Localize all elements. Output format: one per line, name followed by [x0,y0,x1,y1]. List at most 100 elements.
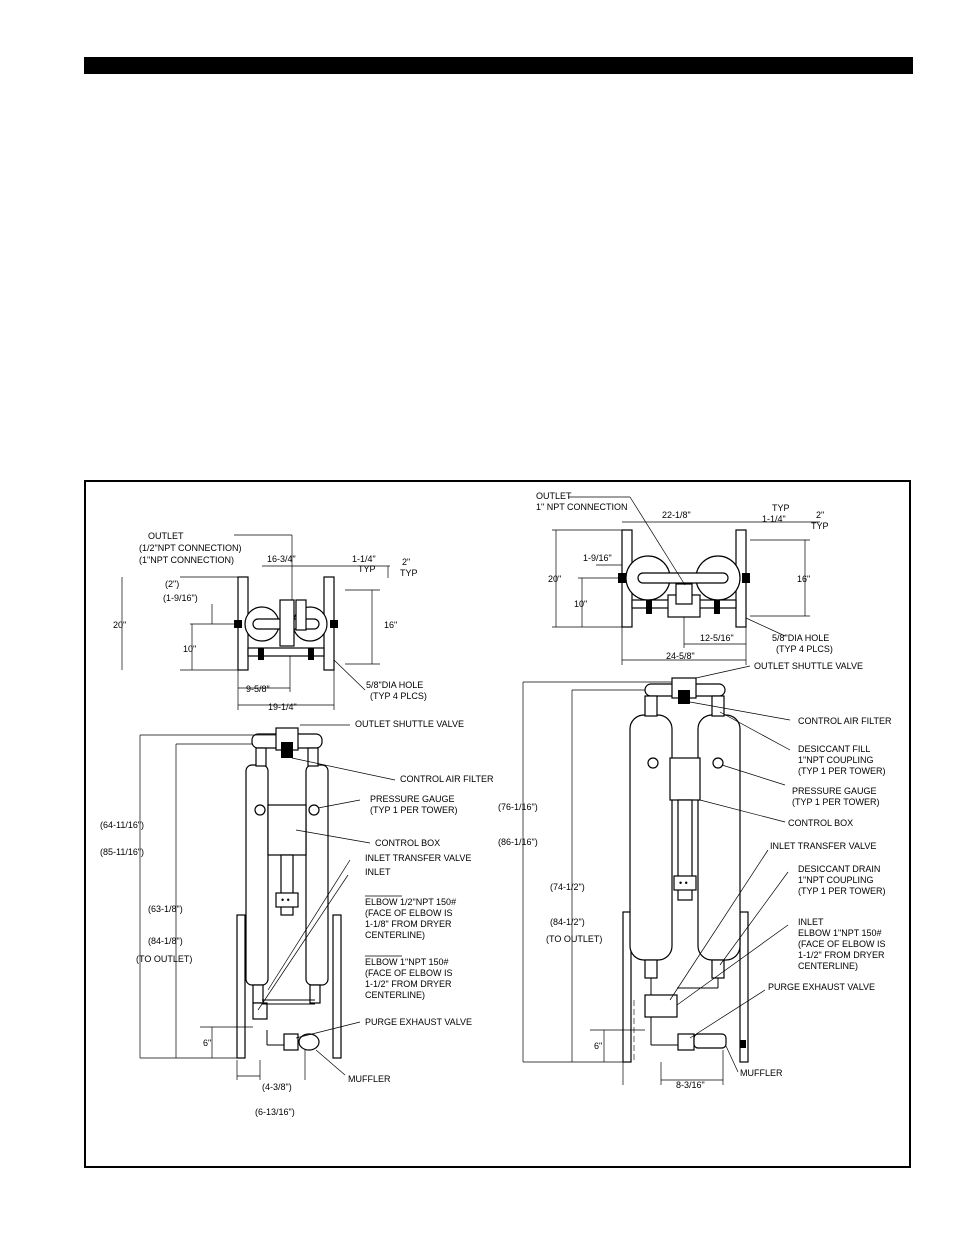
right-gauge-r [712,757,724,769]
left-hole-label: 5/8"DIA HOLE [366,680,423,690]
left-pressure-gauge-typ: (TYP 1 PER TOWER) [370,805,458,815]
left-control-box: CONTROL BOX [375,838,440,848]
right-dim-1-9-16: 1-9/16" [583,553,612,563]
left-to-outlet: (TO OUTLET) [136,954,192,964]
right-dim-20: 20" [548,574,561,584]
right-pressure-gauge: PRESSURE GAUGE [792,786,877,796]
right-top-outlet: OUTLET [536,491,572,501]
right-pressure-gauge-typ: (TYP 1 PER TOWER) [792,797,880,807]
left-dim-63: (63-1/8") [148,904,183,914]
right-desiccant-fill-l3: (TYP 1 PER TOWER) [798,766,886,776]
right-dim-8: 8-3/16" [676,1080,705,1090]
left-elbow2: ELBOW 1"NPT 150# [365,957,449,967]
left-purge: PURGE EXHAUST VALVE [365,1017,472,1027]
left-dim-6-13-16: (6-13/16") [255,1107,295,1117]
right-desiccant-drain: DESICCANT DRAIN [798,864,880,874]
right-dim-12: 12-5/16" [700,633,734,643]
right-leg-r [739,911,749,1063]
left-elbow2-l2: (FACE OF ELBOW IS [365,968,453,978]
right-typ-a: TYP [772,503,790,513]
left-inlet: INLET [365,867,391,877]
svg-text:• •: • • [679,878,688,888]
gauge-l [254,804,266,816]
right-dim-6: 6" [594,1041,602,1051]
right-desiccant-fill-l2: 1"NPT COUPLING [798,755,874,765]
left-dim-20: 20" [113,620,126,630]
right-outlet-shuttle: OUTLET SHUTTLE VALVE [754,661,863,671]
left-dim-2: 2" [402,557,410,567]
right-dim-76: (76-1/16") [498,802,538,812]
leg-l [236,914,246,1059]
drawing-frame [84,480,911,1168]
left-outlet-shuttle: OUTLET SHUTTLE VALVE [355,719,464,729]
right-hole-typ: (TYP 4 PLCS) [776,644,833,654]
right-control-box: CONTROL BOX [788,818,853,828]
base-rail [247,647,325,657]
right-front-view: • • [498,661,892,1090]
left-dim-16-3-4: 16-3/4" [267,554,296,564]
left-dim-2-paren: (2") [165,579,179,589]
control-box [267,804,307,856]
right-dim-24: 24-5/8" [666,651,695,661]
right-desiccant-drain-l3: (TYP 1 PER TOWER) [798,886,886,896]
bottom-neck-r [309,984,321,1004]
right-control-box [669,757,701,801]
tower-l [245,764,269,986]
tower-neck-r [307,747,319,767]
purge-valve [283,1033,299,1051]
left-dim-84: (84-1/8") [148,936,183,946]
left-dim-6: 6" [203,1038,211,1048]
right-top-view: OUTLET 1" NPT CONNECTION 22-1/8" TYP 1-1… [536,491,833,665]
right-purge-valve [677,1033,695,1051]
right-dim-74: (74-1/2") [550,882,585,892]
right-inlet-l4: 1-1/2" FROM DRYER [798,950,885,960]
leg-r [332,914,342,1059]
left-inlet-transfer: INLET TRANSFER VALVE [365,853,471,863]
right-dim-2: 2" [816,510,824,520]
left-elbow2-l4: CENTERLINE) [365,990,425,1000]
left-elbow2-l3: 1-1/2" FROM DRYER [365,979,452,989]
left-top-conn1-label: (1/2"NPT CONNECTION) [139,543,242,553]
right-inlet: INLET [798,917,824,927]
tower-neck-l [255,747,267,767]
right-dim-10: 10" [574,599,587,609]
left-hole-typ: (TYP 4 PLCS) [370,691,427,701]
right-center-valve [675,583,693,605]
left-control-air: CONTROL AIR FILTER [400,774,494,784]
right-leg-l [622,911,632,1063]
left-pressure-gauge: PRESSURE GAUGE [370,794,455,804]
right-inlet-l5: CENTERLINE) [798,961,858,971]
right-dim-86: (86-1/16") [498,837,538,847]
muffler [298,1033,320,1051]
header-bar [84,57,913,74]
gauge-r [308,804,320,816]
left-top-outlet-label: OUTLET [148,531,184,541]
left-typ-a: TYP [358,564,376,574]
left-muffler: MUFFLER [348,1074,391,1084]
right-desiccant-fill: DESICCANT FILL [798,744,870,754]
left-dim-64: (64-11/16") [100,820,144,830]
right-hole: 5/8"DIA HOLE [772,633,829,643]
right-dim-84: (84-1/2") [550,917,585,927]
right-neck-l [644,695,658,717]
right-top-conn: 1" NPT CONNECTION [536,502,628,512]
left-dim-10: 10" [183,644,196,654]
left-dim-1-1-4: 1-1/4" [352,554,376,564]
right-dim-16: 16" [797,574,810,584]
right-tower-l [629,714,673,961]
left-dim-9-5-8: 9-5/8" [246,684,270,694]
right-tower-r [697,714,741,961]
right-desiccant-drain-l2: 1"NPT COUPLING [798,875,874,885]
left-dim-85: (85-11/16") [100,847,144,857]
right-inlet-transfer: INLET TRANSFER VALVE [770,841,876,851]
right-dim-22: 22-1/8" [662,510,691,520]
right-manifold [637,572,729,584]
right-box-junction [673,875,697,891]
left-elbow1-l4: CENTERLINE) [365,930,425,940]
right-control-air: CONTROL AIR FILTER [798,716,892,726]
svg-text:• •: • • [281,895,290,905]
inlet-valve [252,1002,268,1020]
bottom-neck-l [252,984,264,1004]
center-valve [279,599,295,647]
